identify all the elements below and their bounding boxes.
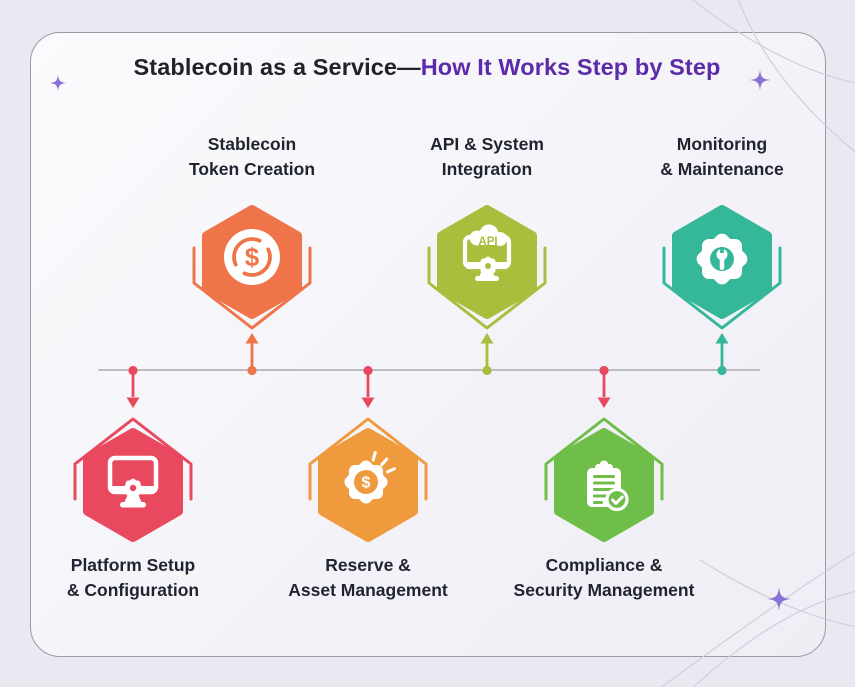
timeline-line	[98, 368, 760, 372]
step-reserve-asset-management: $ Reserve & Asset Management	[248, 365, 488, 612]
svg-text:$: $	[245, 242, 260, 272]
step-api-system-integration: API & System Integration	[367, 132, 607, 414]
step-label: Monitoring & Maintenance	[660, 134, 784, 179]
step-label: Stablecoin Token Creation	[188, 134, 316, 179]
step-label: API & System Integration	[430, 134, 544, 179]
hexagon-shape: $	[308, 417, 428, 542]
clipboard-check-icon	[587, 460, 629, 511]
hexagon-shape: $	[192, 204, 312, 329]
step-platform-setup-configuration: Platform Setup & Configuration	[13, 365, 253, 612]
gear-wrench-icon	[696, 233, 748, 284]
arrow-up-icon	[715, 332, 729, 375]
arrow-down-icon	[361, 365, 375, 408]
arrow-down-icon	[597, 365, 611, 408]
step-label: Reserve & Asset Management	[288, 555, 448, 600]
arrow-up-icon	[245, 332, 259, 375]
hexagon-outline	[662, 246, 782, 329]
hexagon-outline	[308, 417, 428, 500]
page-title-dark: Stablecoin as a Service—	[133, 54, 421, 80]
step-monitoring-maintenance: Monitoring & Maintenance	[602, 132, 842, 414]
hexagon-outline	[192, 246, 312, 329]
hexagon-shape	[662, 204, 782, 329]
hexagon-outline	[73, 417, 193, 500]
arrow-down-icon	[126, 365, 140, 408]
monitor-gear-icon	[107, 455, 159, 507]
hexagon-shape: API	[427, 204, 547, 329]
step-compliance-security-management: Compliance & Security Management	[484, 365, 724, 612]
coin-dollar-icon: $	[224, 228, 280, 285]
hexagon-shape	[544, 417, 664, 542]
svg-text:$: $	[362, 474, 371, 491]
hexagon-outline	[427, 246, 547, 329]
page-title: Stablecoin as a Service—How It Works Ste…	[30, 54, 824, 81]
api-monitor-icon: API	[462, 224, 512, 281]
step-stablecoin-token-creation: Stablecoin Token Creation $	[132, 132, 372, 414]
arrow-up-icon	[480, 332, 494, 375]
svg-text:API: API	[478, 236, 497, 248]
hexagon-shape	[73, 417, 193, 542]
gear-dollar-icon: $	[344, 450, 396, 504]
step-label: Platform Setup & Configuration	[66, 555, 200, 600]
step-label: Compliance & Security Management	[513, 555, 695, 600]
hexagon-outline	[544, 417, 664, 500]
page-title-accent: How It Works Step by Step	[420, 54, 721, 80]
